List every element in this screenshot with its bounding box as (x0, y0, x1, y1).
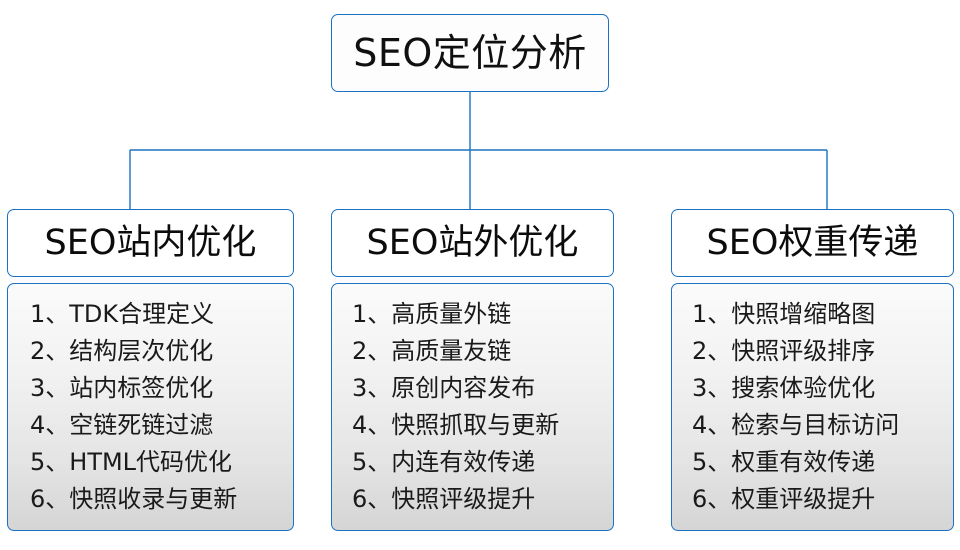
branch-header-2[interactable]: SEO站外优化 (331, 209, 614, 277)
root-node[interactable]: SEO定位分析 (331, 14, 609, 92)
root-node-title: SEO定位分析 (353, 31, 587, 75)
branch-header-title-2: SEO站外优化 (366, 222, 579, 263)
list-item: 3、搜索体验优化 (692, 374, 876, 402)
list-item: 4、快照抓取与更新 (352, 411, 560, 439)
branch-body-1: 1、TDK合理定义 2、结构层次优化 3、站内标签优化 4、空链死链过滤 5、H… (7, 283, 294, 531)
list-item: 6、快照收录与更新 (30, 485, 238, 513)
list-item: 1、TDK合理定义 (30, 300, 215, 328)
branch-body-2: 1、高质量外链 2、高质量友链 3、原创内容发布 4、快照抓取与更新 5、内连有… (331, 283, 614, 531)
branch-header-title-1: SEO站内优化 (44, 222, 257, 263)
branch-header-title-3: SEO权重传递 (706, 222, 919, 263)
list-item: 3、原创内容发布 (352, 374, 536, 402)
branch-column-2: SEO站外优化 1、高质量外链 2、高质量友链 3、原创内容发布 4、快照抓取与… (331, 209, 614, 531)
list-item: 1、快照增缩略图 (692, 300, 876, 328)
list-item: 4、检索与目标访问 (692, 411, 900, 439)
list-item: 5、HTML代码优化 (30, 448, 233, 476)
branch-list-2: 1、高质量外链 2、高质量友链 3、原创内容发布 4、快照抓取与更新 5、内连有… (332, 296, 613, 518)
list-item: 5、权重有效传递 (692, 448, 876, 476)
list-item: 2、快照评级排序 (692, 337, 876, 365)
branch-body-3: 1、快照增缩略图 2、快照评级排序 3、搜索体验优化 4、检索与目标访问 5、权… (671, 283, 954, 531)
branch-column-3: SEO权重传递 1、快照增缩略图 2、快照评级排序 3、搜索体验优化 4、检索与… (671, 209, 954, 531)
branch-header-3[interactable]: SEO权重传递 (671, 209, 954, 277)
list-item: 1、高质量外链 (352, 300, 512, 328)
branch-header-1[interactable]: SEO站内优化 (7, 209, 294, 277)
list-item: 6、权重评级提升 (692, 485, 876, 513)
branch-list-3: 1、快照增缩略图 2、快照评级排序 3、搜索体验优化 4、检索与目标访问 5、权… (672, 296, 953, 518)
branch-column-1: SEO站内优化 1、TDK合理定义 2、结构层次优化 3、站内标签优化 4、空链… (7, 209, 294, 531)
list-item: 4、空链死链过滤 (30, 411, 214, 439)
list-item: 6、快照评级提升 (352, 485, 536, 513)
list-item: 3、站内标签优化 (30, 374, 214, 402)
list-item: 2、结构层次优化 (30, 337, 214, 365)
branch-list-1: 1、TDK合理定义 2、结构层次优化 3、站内标签优化 4、空链死链过滤 5、H… (8, 296, 293, 518)
list-item: 2、高质量友链 (352, 337, 512, 365)
list-item: 5、内连有效传递 (352, 448, 536, 476)
